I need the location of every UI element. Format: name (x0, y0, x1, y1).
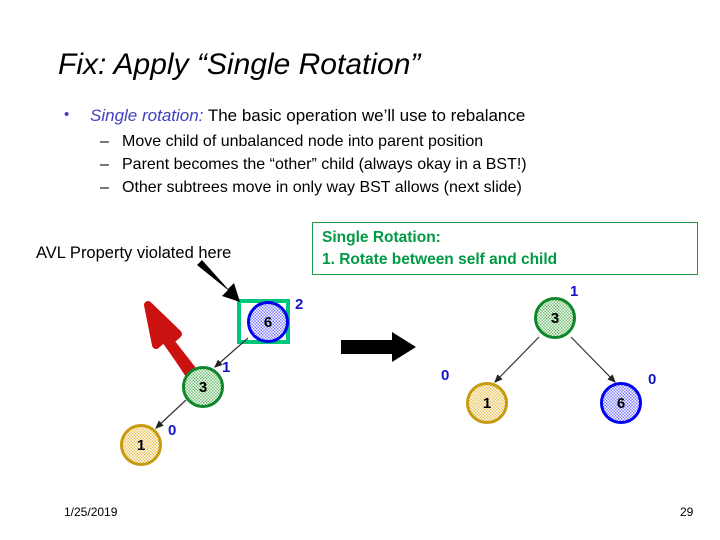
dash-icon: – (100, 156, 109, 173)
tree-before-balance-6: 2 (295, 296, 304, 313)
edge-3-to-6-after (570, 336, 616, 383)
single-rotation-callout-box: Single Rotation: 1. Rotate between self … (312, 222, 698, 275)
bullet-level2-text: Move child of unbalanced node into paren… (122, 133, 484, 150)
bullet-dot-icon: • (64, 106, 70, 123)
dash-icon: – (100, 133, 109, 150)
tree-before-node-1[interactable]: 1 (120, 424, 162, 466)
footer-page-number: 29 (680, 505, 694, 519)
bullet-list: • Single rotation: The basic operation we… (62, 105, 662, 199)
tree-before-node-3[interactable]: 3 (182, 366, 224, 408)
avl-pointer-arrow-icon (197, 260, 240, 302)
tree-before-balance-3: 1 (222, 359, 231, 376)
bullet-level2-item: –Parent becomes the “other” child (alway… (62, 153, 662, 176)
tree-after-balance-1: 0 (441, 367, 450, 384)
dash-icon: – (100, 179, 109, 196)
rotation-arrow-icon (144, 301, 203, 383)
bullet-level2-text: Other subtrees move in only way BST allo… (122, 179, 522, 196)
bullet-level2-item: –Move child of unbalanced node into pare… (62, 130, 662, 153)
callout-text: Single Rotation: 1. Rotate between self … (322, 227, 557, 271)
bullet-level1-emphasis: Single rotation: (90, 106, 204, 125)
transition-arrow-icon (341, 332, 416, 362)
bullet-level2-item: –Other subtrees move in only way BST all… (62, 176, 662, 199)
bullet-level2-text: Parent becomes the “other” child (always… (122, 156, 527, 173)
tree-before-balance-1: 0 (168, 422, 177, 439)
tree-after-balance-3: 1 (570, 283, 579, 300)
bullet-level1-text: The basic operation we’ll use to rebalan… (203, 106, 526, 125)
page-title: Fix: Apply “Single Rotation” (58, 48, 421, 81)
avl-violation-label: AVL Property violated here (36, 244, 232, 262)
tree-after-balance-6: 0 (648, 371, 657, 388)
tree-after-node-6[interactable]: 6 (600, 382, 642, 424)
callout-line-1: Single Rotation: (322, 229, 441, 246)
edge-3-to-1-after (494, 336, 540, 383)
tree-before-node-6[interactable]: 6 (247, 301, 289, 343)
bullet-level1: • Single rotation: The basic operation we… (62, 105, 662, 126)
footer-date: 1/25/2019 (64, 505, 118, 519)
tree-after-node-3[interactable]: 3 (534, 297, 576, 339)
callout-line-2: 1. Rotate between self and child (322, 251, 558, 268)
tree-after-node-1[interactable]: 1 (466, 382, 508, 424)
